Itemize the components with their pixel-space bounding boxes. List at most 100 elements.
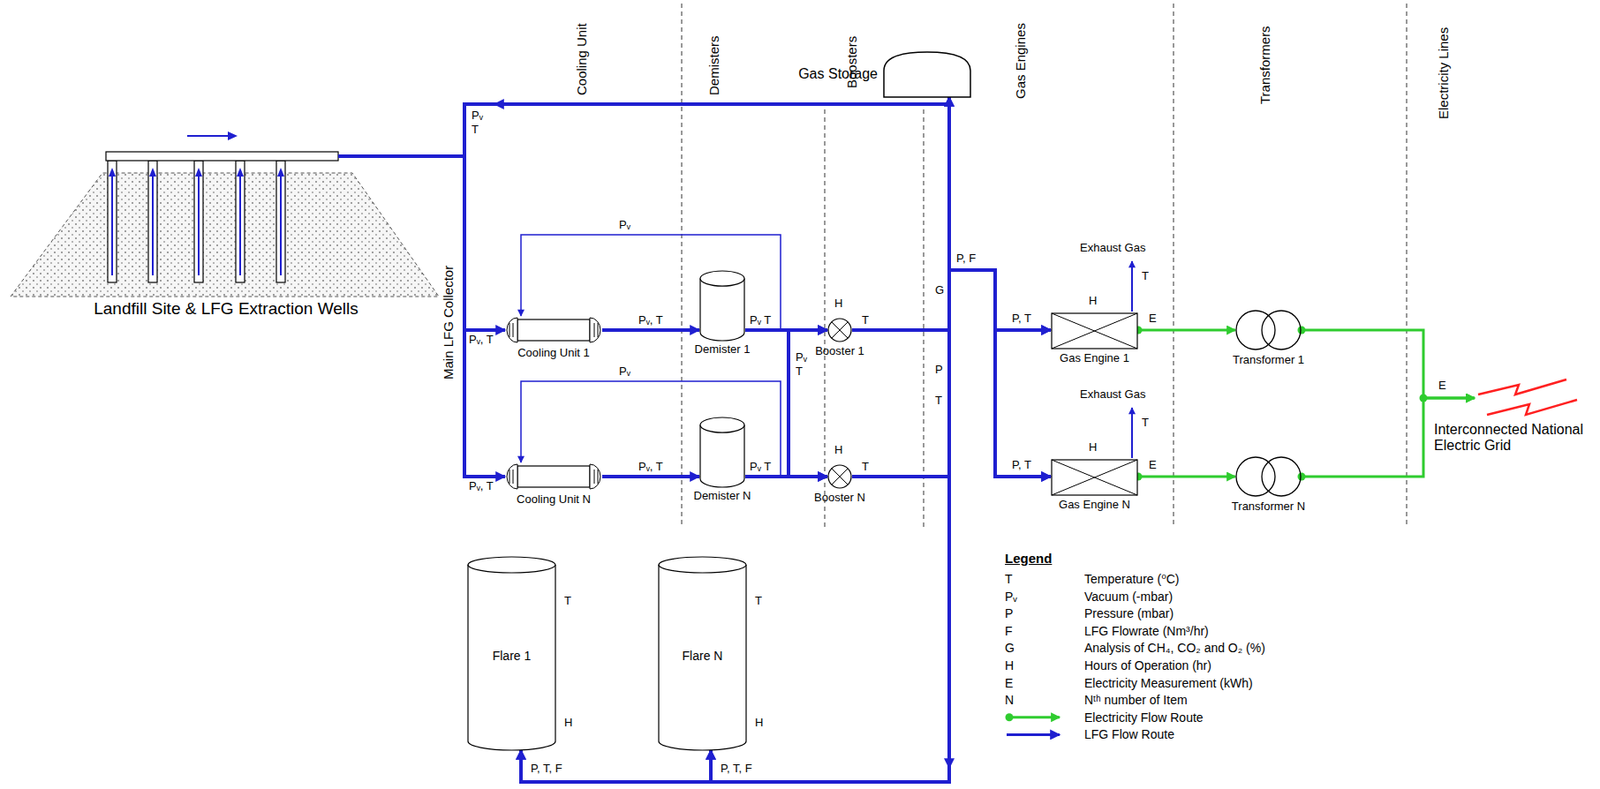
engine-box bbox=[1051, 313, 1138, 349]
engine-cross bbox=[1051, 460, 1138, 496]
extraction-well bbox=[107, 160, 117, 283]
node-shape bbox=[699, 416, 746, 488]
cooler-hatch bbox=[513, 323, 514, 338]
cylinder-top bbox=[658, 557, 747, 574]
separator-line bbox=[824, 109, 826, 529]
measurement-tag: P, F bbox=[955, 252, 977, 266]
transformer-coil bbox=[1261, 310, 1301, 350]
gas-pipe bbox=[602, 475, 700, 479]
booster-cross bbox=[831, 468, 848, 485]
transformer-coil bbox=[1261, 457, 1301, 497]
measurement-tag: T bbox=[1140, 416, 1150, 431]
gas-pipe bbox=[852, 270, 1051, 477]
demister: Demister N bbox=[699, 416, 746, 488]
electricity-line bbox=[1301, 398, 1475, 477]
legend-text: Analysis of CH₄, CO₂ and O₂ (%) bbox=[1084, 641, 1266, 656]
measurement-tag: H bbox=[833, 444, 844, 458]
extraction-well bbox=[148, 160, 158, 283]
measurement-tag: Exhaust Gas bbox=[1079, 388, 1147, 402]
gas-engine: Gas Engine N bbox=[1050, 459, 1139, 497]
legend-symbol: N bbox=[1004, 693, 1014, 708]
node-label: Cooling Unit N bbox=[516, 493, 591, 507]
node-label: Gas Engine N bbox=[1058, 498, 1131, 513]
gas-flow-line bbox=[197, 176, 200, 276]
separator-line bbox=[1406, 3, 1408, 529]
measurement-tag: G bbox=[934, 284, 945, 298]
measurement-tag: Pᵥ T bbox=[748, 314, 772, 328]
cooler-hatch bbox=[594, 323, 596, 338]
measurement-tag: P, T, F bbox=[719, 762, 754, 777]
flare: Flare N bbox=[657, 556, 748, 751]
booster-circle bbox=[828, 465, 852, 489]
measurement-tag: E bbox=[1437, 379, 1448, 393]
node-label: Interconnected National Electric Grid bbox=[1433, 422, 1585, 455]
landfill-site: Landfill Site & LFG Extraction Wells bbox=[10, 123, 442, 297]
gas-pipe bbox=[852, 270, 1051, 477]
cylinder-body bbox=[658, 565, 747, 751]
measurement-tag: P, T, F bbox=[529, 762, 564, 777]
booster-cross bbox=[831, 322, 848, 339]
gas-pipe bbox=[852, 97, 950, 477]
gas-flow-head bbox=[236, 167, 244, 177]
cooler-end bbox=[589, 464, 601, 490]
gas-pipe bbox=[602, 328, 700, 333]
legend-text: Electricity Flow Route bbox=[1084, 710, 1204, 725]
extraction-well bbox=[276, 160, 286, 283]
node-shape bbox=[1050, 459, 1139, 497]
lightning-bolt bbox=[1486, 400, 1578, 416]
measurement-tag: Pᵥ bbox=[618, 218, 632, 233]
measurement-tag: H bbox=[1087, 294, 1098, 309]
node-label: Flare N bbox=[657, 649, 748, 664]
measurement-tag: P, T bbox=[1011, 312, 1033, 326]
header-outlet bbox=[338, 154, 442, 159]
booster-circle bbox=[828, 318, 852, 342]
measurement-tag: T bbox=[470, 123, 480, 137]
cooler-end bbox=[506, 464, 518, 490]
cylinder-top bbox=[467, 557, 556, 574]
exhaust-arrow bbox=[1131, 261, 1133, 312]
booster-cross bbox=[831, 322, 848, 339]
measurement-tag: P bbox=[934, 363, 944, 378]
measurement-tag: H bbox=[754, 716, 764, 731]
cooler-hatch bbox=[509, 323, 511, 338]
flow-direction-head bbox=[227, 131, 238, 141]
gas-flow-head bbox=[195, 167, 203, 177]
cooler-hatch bbox=[597, 323, 599, 338]
booster: Booster N bbox=[827, 464, 853, 490]
measurement-tag: Exhaust Gas bbox=[1079, 241, 1147, 256]
header-pipe bbox=[105, 151, 339, 161]
demister: Demister 1 bbox=[699, 270, 746, 341]
column-header: Electricity Lines bbox=[1435, 27, 1451, 120]
legend-symbol: Pᵥ bbox=[1004, 589, 1018, 604]
measurement-tag: Pᵥ, T bbox=[637, 460, 665, 475]
measurement-tag: T bbox=[754, 595, 763, 609]
gas-engine: Gas Engine 1 bbox=[1050, 312, 1139, 350]
node-label: Demister N bbox=[693, 490, 751, 504]
gas-pipe bbox=[852, 270, 1051, 331]
legend-symbol: P bbox=[1004, 606, 1013, 621]
engine-box bbox=[1051, 460, 1138, 496]
flare: Flare 1 bbox=[467, 556, 557, 751]
gas-flow-head bbox=[108, 167, 116, 177]
cooler-hatch bbox=[509, 469, 511, 484]
electricity-line bbox=[1301, 330, 1475, 399]
gas-pipe bbox=[745, 475, 828, 479]
gas-pipe bbox=[441, 156, 506, 477]
node-shape bbox=[699, 270, 746, 341]
gas-pipe bbox=[852, 270, 1051, 477]
storage-dome bbox=[883, 52, 971, 98]
cylinder-top bbox=[700, 271, 745, 287]
legend-text: LFG Flow Route bbox=[1084, 727, 1175, 742]
measurement-tag: H bbox=[1087, 441, 1098, 455]
node-shape bbox=[1235, 455, 1302, 499]
engine-cross bbox=[1051, 313, 1138, 349]
cooler-hatch bbox=[597, 469, 599, 484]
electricity-line bbox=[1138, 329, 1236, 333]
legend-text: Vacuum (-mbar) bbox=[1084, 589, 1173, 604]
extraction-well bbox=[235, 160, 245, 283]
gas-flow-line bbox=[151, 176, 154, 276]
flow-arrow bbox=[467, 103, 495, 106]
legend-lfg-sample bbox=[1006, 733, 1060, 737]
measurement-tag: P, T bbox=[1011, 459, 1033, 473]
